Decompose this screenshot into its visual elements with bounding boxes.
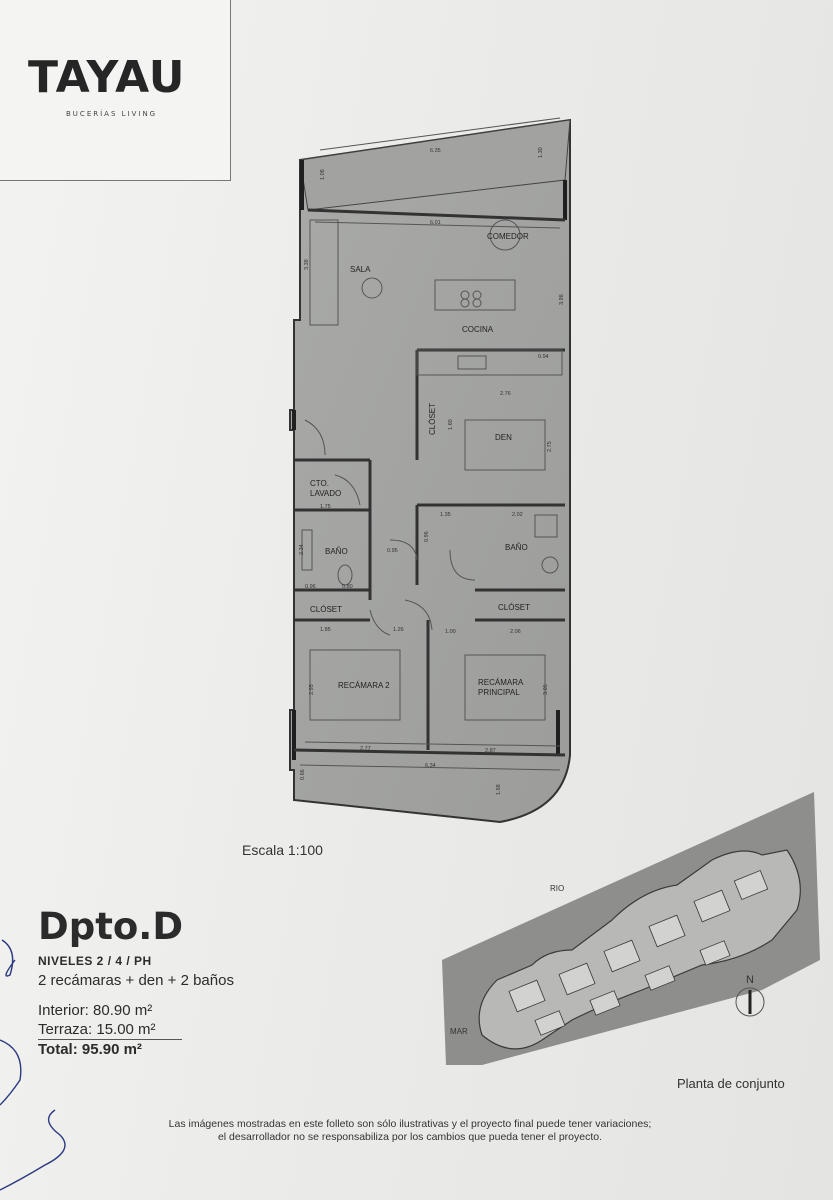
dim-rec-p-closet2: 2.06 xyxy=(510,629,521,635)
brand-tagline: BUCERÍAS LIVING xyxy=(66,110,158,118)
handwritten-marks xyxy=(0,939,66,1191)
dim-rec-p-closet1: 1.00 xyxy=(445,629,456,635)
dim-left-small: 0.66 xyxy=(300,769,306,780)
dim-hall-b: 1.26 xyxy=(393,627,404,633)
room-label-den: DEN xyxy=(495,433,512,442)
dim-hall-v: 0.96 xyxy=(424,531,430,542)
dim-bano-right-w1: 1.35 xyxy=(440,512,451,518)
north-label: N xyxy=(746,974,754,986)
logo-box: TAYAU BUCERÍAS LIVING xyxy=(0,0,231,181)
room-label-cto: CTO. xyxy=(310,479,329,488)
dim-top-width: 6.35 xyxy=(430,148,441,154)
dim-top-left: 1.08 xyxy=(320,169,326,180)
dim-rec2-width: 2.77 xyxy=(360,746,371,752)
north-compass-icon xyxy=(735,987,765,1017)
unit-description: 2 recámaras + den + 2 baños xyxy=(38,972,234,989)
site-label-mar: MAR xyxy=(450,1027,468,1036)
dim-den-width: 2.76 xyxy=(500,391,511,397)
disclaimer: Las imágenes mostradas en este folleto s… xyxy=(70,1118,750,1144)
unit-levels: NIVELES 2 / 4 / PH xyxy=(38,954,152,968)
unit-areas: Interior: 80.90 m² Terraza: 15.00 m² Tot… xyxy=(38,1001,234,1059)
dim-den-closet: 1.60 xyxy=(448,419,454,430)
area-interior: Interior: 80.90 m² xyxy=(38,1002,153,1019)
dim-recp-height: 3.05 xyxy=(543,684,549,695)
brand-logo: TAYAU xyxy=(28,52,186,103)
area-terrace: Terraza: 15.00 m² xyxy=(38,1020,182,1040)
room-label-closet-den: CLÓSET xyxy=(428,403,437,435)
room-label-bano-right: BAÑO xyxy=(505,543,528,552)
disclaimer-line-2: el desarrollador no se responsabiliza po… xyxy=(217,1131,603,1143)
dim-hall: 0.95 xyxy=(387,548,398,554)
room-label-sala: SALA xyxy=(350,265,371,274)
dim-bano-left-w2: 0.80 xyxy=(342,584,353,590)
dim-rec2-height: 2.95 xyxy=(309,684,315,695)
dim-recp-width: 2.87 xyxy=(485,748,496,754)
disclaimer-line-1: Las imágenes mostradas en este folleto s… xyxy=(168,1118,652,1130)
dim-bottom-width: 6.34 xyxy=(425,763,436,769)
dim-terrace-depth: 1.68 xyxy=(496,784,502,795)
room-label-recamara-principal-1: RECÁMARA xyxy=(478,678,524,687)
plan-fill xyxy=(289,118,571,824)
dim-kitchen-small: 0.94 xyxy=(538,354,549,360)
unit-info: Dpto.D NIVELES 2 / 4 / PH 2 recámaras + … xyxy=(38,905,234,1059)
dim-den-height: 2.75 xyxy=(547,441,553,452)
dim-living-width: 6.01 xyxy=(430,220,441,226)
room-label-cocina: COCINA xyxy=(462,325,494,334)
room-label-closet-right: CLÓSET xyxy=(498,603,530,612)
room-label-closet-left: CLÓSET xyxy=(310,605,342,614)
site-plan: RIO MAR N xyxy=(442,790,822,1070)
dim-top-right: 1.30 xyxy=(538,147,544,158)
site-plan-drawing: RIO MAR N xyxy=(442,792,820,1065)
scale-label: Escala 1:100 xyxy=(242,842,323,858)
site-plan-caption: Planta de conjunto xyxy=(677,1076,785,1091)
dim-rec2-closet: 1.85 xyxy=(320,627,331,633)
dim-bano-right-w2: 2.02 xyxy=(512,512,523,518)
dim-sala-height: 3.38 xyxy=(304,259,310,270)
room-label-recamara2: RECÁMARA 2 xyxy=(338,681,390,690)
dim-lavado-width: 1.75 xyxy=(320,504,331,510)
room-label-comedor: COMEDOR xyxy=(487,232,529,241)
room-label-recamara-principal-2: PRINCIPAL xyxy=(478,688,520,697)
dim-kitchen-right: 3.98 xyxy=(559,294,565,305)
unit-title: Dpto.D xyxy=(38,905,184,948)
area-total: Total: 95.90 m² xyxy=(38,1041,142,1058)
site-label-rio: RIO xyxy=(550,884,564,893)
floor-plan: COMEDOR SALA COCINA CLÓSET DEN CTO. LAVA… xyxy=(280,110,580,830)
floor-plan-drawing: COMEDOR SALA COCINA CLÓSET DEN CTO. LAVA… xyxy=(289,117,571,824)
dim-bano-left-w1: 0.96 xyxy=(305,584,316,590)
room-label-bano-left: BAÑO xyxy=(325,547,348,556)
room-label-lavado: LAVADO xyxy=(310,489,341,498)
plan-walls xyxy=(292,160,567,760)
dim-bano-left-h: 2.34 xyxy=(299,544,305,555)
